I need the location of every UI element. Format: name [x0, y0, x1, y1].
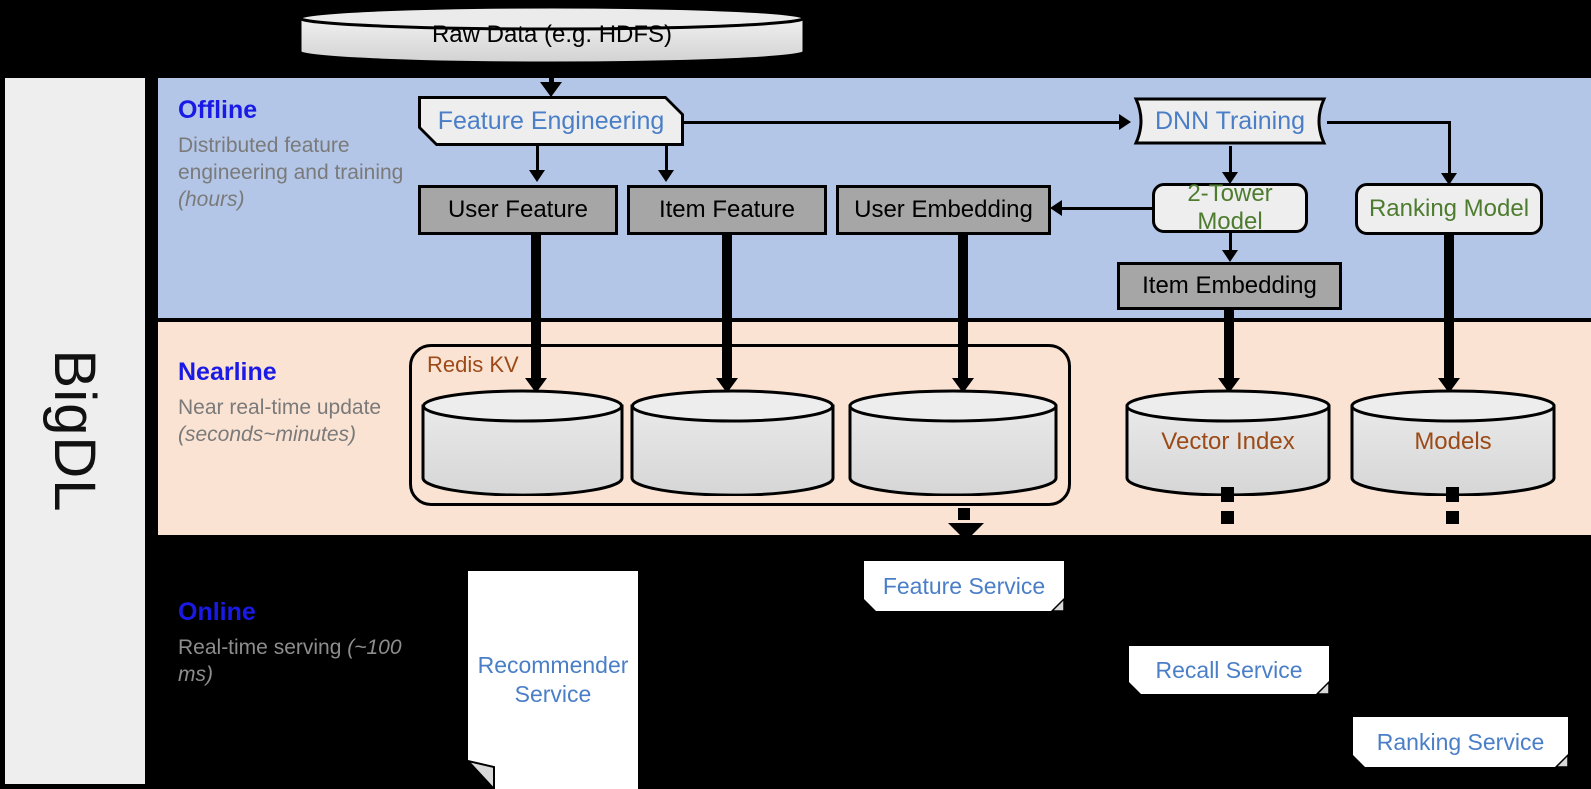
item-feature-label: Item Feature: [658, 196, 796, 224]
ranking-model-label: Ranking Model: [1368, 195, 1530, 223]
dnn-training-label: DNN Training: [1154, 106, 1306, 135]
ranking-service-label: Ranking Service: [1376, 728, 1545, 755]
redis-store-1-label: [420, 388, 625, 496]
arrowhead-itemembedding-vectorindex: [1218, 378, 1240, 393]
redis-store-2-label: [629, 388, 836, 496]
nearline-layer-label: Nearline Near real-time update (seconds~…: [178, 358, 408, 449]
item-embedding-label: Item Embedding: [1142, 272, 1317, 300]
ranking-model-box[interactable]: Ranking Model: [1355, 183, 1543, 235]
connector-fe-userfeature: [536, 146, 539, 172]
redis-store-3-label: [847, 388, 1059, 496]
feature-engineering-label: Feature Engineering: [421, 99, 681, 143]
arrowhead-rawdata-fe: [540, 82, 562, 97]
recall-service-label: Recall Service: [1155, 656, 1303, 683]
raw-data-cylinder: Raw Data (e.g. HDFS): [297, 4, 807, 66]
models-label: Models: [1414, 428, 1492, 455]
recall-service-node[interactable]: Recall Service: [1129, 646, 1329, 694]
feature-service-node[interactable]: Feature Service: [864, 561, 1064, 611]
connector-dnn-ranking-h: [1327, 121, 1451, 124]
connector-fe-itemfeature: [665, 146, 668, 172]
models-cylinder[interactable]: Models: [1349, 388, 1557, 496]
arrowhead-fe-dnn: [1119, 114, 1131, 130]
arrowhead-rankingmodel-models: [1438, 378, 1460, 393]
pipe-itemembedding-vectorindex: [1224, 310, 1234, 385]
offline-title: Offline: [178, 96, 258, 124]
two-tower-model-box[interactable]: 2-Tower Model: [1152, 180, 1308, 235]
connector-rawdata-fe: [549, 62, 554, 86]
ranking-service-node[interactable]: Ranking Service: [1353, 717, 1568, 767]
feature-service-label: Feature Service: [882, 572, 1046, 599]
arrowhead-itemfeature-store: [716, 378, 738, 393]
redis-kv-container: [409, 344, 1071, 506]
redis-store-cylinder-1: [420, 388, 625, 496]
dash-models-1: [1446, 487, 1459, 502]
user-embedding-label: User Embedding: [854, 196, 1033, 224]
arrowhead-dnn-twotower: [1222, 172, 1238, 184]
arrowhead-redis-featureservice: [948, 523, 984, 541]
nearline-title: Nearline: [178, 358, 277, 386]
online-description: Real-time serving (~100 ms): [178, 636, 402, 686]
user-feature-label: User Feature: [447, 196, 589, 224]
redis-store-cylinder-2: [629, 388, 836, 496]
dnn-training-node[interactable]: DNN Training: [1133, 96, 1327, 146]
connector-twotower-itemembedding: [1229, 233, 1232, 254]
redis-store-cylinder-3: [847, 388, 1059, 496]
recommender-service-label: Recommender Service: [477, 652, 629, 707]
dash-vectorindex-2: [1221, 511, 1234, 524]
bigdl-sidebar: BigDL: [5, 78, 145, 784]
item-feature-box[interactable]: Item Feature: [627, 185, 827, 235]
vector-index-label: Vector Index: [1161, 428, 1295, 455]
arrowhead-twotower-userembedding: [1050, 200, 1062, 216]
arrowhead-userembedding-store: [952, 378, 974, 393]
arrowhead-twotower-itemembedding: [1222, 250, 1238, 262]
dash-models-2: [1446, 511, 1459, 524]
nearline-description: Near real-time update (seconds~minutes): [178, 396, 382, 446]
online-layer-label: Online Real-time serving (~100 ms): [178, 598, 408, 689]
arrowhead-dnn-ranking: [1441, 173, 1457, 185]
arrowhead-fe-itemfeature: [658, 170, 674, 182]
arrowhead-userfeature-store: [525, 378, 547, 393]
connector-dnn-ranking-v: [1448, 121, 1451, 177]
pipe-itemfeature-store: [722, 235, 732, 385]
redis-kv-label: Redis KV: [427, 352, 519, 377]
dash-featureservice-1: [958, 508, 970, 520]
pipe-userfeature-store: [531, 235, 541, 385]
user-feature-box[interactable]: User Feature: [418, 185, 618, 235]
offline-description: Distributed feature engineering and trai…: [178, 134, 404, 211]
recommender-service-node[interactable]: Recommender Service: [468, 571, 638, 789]
connector-dnn-twotower: [1229, 146, 1232, 176]
pipe-rankingmodel-models: [1444, 235, 1454, 385]
vector-index-cylinder[interactable]: Vector Index: [1124, 388, 1332, 496]
offline-layer-label: Offline Distributed feature engineering …: [178, 96, 408, 214]
connector-fe-dnn: [684, 121, 1121, 124]
dash-vectorindex-1: [1221, 487, 1234, 502]
pipe-userembedding-store: [958, 235, 968, 385]
feature-engineering-node[interactable]: Feature Engineering: [418, 96, 684, 146]
raw-data-label: Raw Data (e.g. HDFS): [431, 21, 673, 48]
two-tower-model-label: 2-Tower Model: [1187, 180, 1273, 235]
online-title: Online: [178, 598, 256, 626]
arrowhead-fe-userfeature: [529, 170, 545, 182]
connector-twotower-userembedding: [1062, 207, 1154, 210]
user-embedding-box[interactable]: User Embedding: [836, 185, 1051, 235]
item-embedding-box[interactable]: Item Embedding: [1117, 262, 1342, 310]
